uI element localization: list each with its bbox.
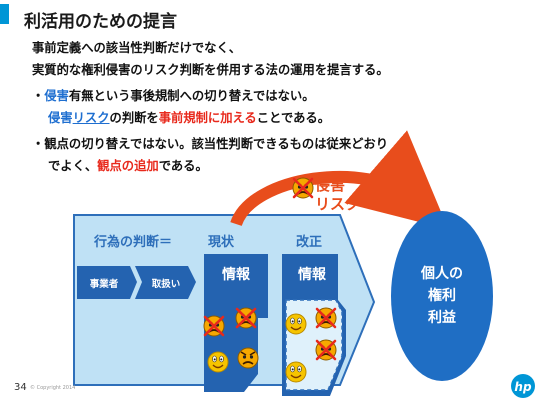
header-label: 行為の判断＝ <box>93 234 172 250</box>
bullet-2-line-2: でよく、観点の追加である。 <box>48 156 208 174</box>
info-label-revised: 情報 <box>298 266 327 283</box>
individual-rights-ellipse <box>391 211 493 381</box>
individual-line-3: 利益 <box>428 309 456 326</box>
individual-line-1: 個人の <box>420 265 463 282</box>
slide-title: 利活用のための提言 <box>24 12 177 32</box>
bullet-1-mark: ・ <box>32 89 45 103</box>
bullet-2-text-a: でよく、 <box>48 159 98 173</box>
actor-box <box>77 266 137 299</box>
risk-arrow <box>230 130 449 230</box>
risk-face-icon <box>292 177 314 199</box>
revised-face-smiley-1 <box>285 313 307 335</box>
title-accent-bar <box>0 4 9 24</box>
bullet-1-prior-regulation: 事前規制に加える <box>158 111 257 125</box>
revised-label: 改正 <box>296 234 322 250</box>
bullet-1-text-b: の判断を <box>109 111 159 125</box>
hp-logo <box>511 374 535 398</box>
bullet-1-line-1: ・侵害有無という事後規制への切り替えではない。 <box>32 86 315 104</box>
bullet-1-risk: リスク <box>72 111 110 125</box>
current-face-angry-crossed-2 <box>235 307 257 329</box>
info-label-current: 情報 <box>222 266 251 283</box>
handling-box <box>135 266 196 299</box>
actor-label: 事業者 <box>90 278 119 290</box>
risk-label-1: 侵害 <box>314 176 345 194</box>
revised-face-smiley-2 <box>285 361 307 383</box>
bullet-1-line-2: 侵害リスクの判断を事前規制に加えることである。 <box>48 108 330 126</box>
bullet-1-infringement-2: 侵害 <box>48 111 73 125</box>
risk-label-2: リスク <box>315 195 360 213</box>
bullet-2-line-1: ・観点の切り替えではない。該当性判断できるものは従来どおり <box>32 134 388 152</box>
bullet-2-mark: ・ <box>32 137 45 151</box>
copyright-notice: © Copyright 2014 <box>30 385 76 391</box>
revised-face-angry-crossed-1 <box>315 307 337 329</box>
revised-face-angry-crossed-2 <box>315 339 337 361</box>
bullet-2-text-b: である。 <box>158 159 208 173</box>
page-number: 34 <box>14 382 27 393</box>
current-face-angry-3 <box>237 347 259 369</box>
intro-line-2: 実質的な権利侵害のリスク判断を併用する法の運用を提言する。 <box>32 63 389 77</box>
individual-line-2: 権利 <box>428 287 456 304</box>
current-face-smiley-1 <box>207 351 229 373</box>
intro-line-1: 事前定義への該当性判断だけでなく、 <box>32 41 242 55</box>
bullet-1-infringement: 侵害 <box>44 89 69 103</box>
handling-label: 取扱い <box>152 278 181 290</box>
current-face-angry-crossed-1 <box>203 315 225 337</box>
bullet-1-text-c: ことである。 <box>256 111 331 125</box>
bullet-2-added-perspective: 観点の追加 <box>97 159 159 173</box>
bullet-1-text-a: 有無という事後規制への切り替えではない。 <box>68 89 315 103</box>
current-label: 現状 <box>208 234 235 250</box>
hp-logo-text: hp <box>514 380 532 394</box>
bullet-2-text: 観点の切り替えではない。該当性判断できるものは従来どおり <box>44 137 389 151</box>
